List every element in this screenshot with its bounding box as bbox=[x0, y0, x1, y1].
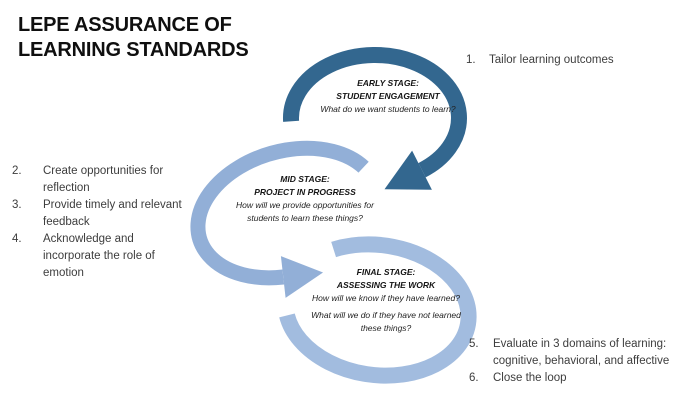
numbered-list-left: 2. Create opportunities for reflection 3… bbox=[12, 163, 185, 282]
early-stage-question: What do we want students to learn? bbox=[320, 104, 456, 114]
mid-stage-text: MID STAGE: PROJECT IN PROGRESS How will … bbox=[220, 173, 390, 225]
list-item: 5. Evaluate in 3 domains of learning: co… bbox=[469, 336, 671, 370]
list-item: 1. Tailor learning outcomes bbox=[466, 52, 639, 69]
final-stage-arc bbox=[279, 236, 477, 384]
final-stage-text: FINAL STAGE: ASSESSING THE WORK How will… bbox=[311, 266, 461, 335]
early-stage-text: EARLY STAGE: STUDENT ENGAGEMENT What do … bbox=[308, 77, 468, 116]
mid-stage-arc bbox=[190, 140, 369, 286]
list-item: 2. Create opportunities for reflection bbox=[12, 163, 185, 197]
list-item-number: 5. bbox=[469, 338, 479, 350]
early-stage-label-line2: STUDENT ENGAGEMENT bbox=[336, 91, 440, 101]
list-item-text: Evaluate in 3 domains of learning: cogni… bbox=[493, 338, 670, 367]
numbered-list-top-right: 1. Tailor learning outcomes bbox=[466, 52, 639, 69]
list-item-number: 1. bbox=[466, 54, 476, 66]
final-stage-circular-arrow bbox=[279, 236, 477, 384]
list-item-number: 2. bbox=[12, 165, 22, 177]
final-stage-label-line1: FINAL STAGE: bbox=[356, 267, 416, 277]
mid-stage-label-line2: PROJECT IN PROGRESS bbox=[254, 187, 356, 197]
early-stage-arc bbox=[283, 46, 467, 178]
final-stage-question1: How will we know if they have learned? bbox=[312, 293, 460, 303]
list-item: 3. Provide timely and relevant feedback bbox=[12, 197, 185, 231]
list-item: 4. Acknowledge and incorporate the role … bbox=[12, 231, 185, 282]
list-item-text: Create opportunities for reflection bbox=[43, 165, 164, 194]
slide-title-line1: LEPE ASSURANCE OF bbox=[18, 14, 232, 36]
early-stage-circular-arrow bbox=[283, 46, 467, 190]
mid-stage-label-line1: MID STAGE: bbox=[280, 174, 330, 184]
list-item-number: 4. bbox=[12, 233, 22, 245]
mid-stage-question: How will we provide opportunities for st… bbox=[236, 200, 374, 223]
early-stage-label-line1: EARLY STAGE: bbox=[357, 78, 419, 88]
numbered-list-bottom-right: 5. Evaluate in 3 domains of learning: co… bbox=[469, 336, 671, 387]
list-item-text: Provide timely and relevant feedback bbox=[43, 199, 182, 228]
early-stage-arrowhead-icon bbox=[384, 150, 432, 190]
list-item-number: 6. bbox=[469, 372, 479, 384]
list-item-number: 3. bbox=[12, 199, 22, 211]
final-stage-question2: What will we do if they have not learned… bbox=[311, 310, 461, 333]
list-item: 6. Close the loop bbox=[469, 370, 671, 387]
list-item-text: Acknowledge and incorporate the role of … bbox=[43, 233, 155, 279]
final-stage-label-line2: ASSESSING THE WORK bbox=[336, 280, 436, 290]
slide-title-line2: LEARNING STANDARDS bbox=[18, 39, 249, 61]
mid-stage-arrowhead-icon bbox=[280, 256, 324, 298]
mid-stage-circular-arrow bbox=[190, 140, 369, 302]
list-item-text: Tailor learning outcomes bbox=[489, 54, 614, 66]
slide-title: LEPE ASSURANCE OF LEARNING STANDARDS bbox=[18, 13, 250, 63]
list-item-text: Close the loop bbox=[493, 372, 567, 384]
